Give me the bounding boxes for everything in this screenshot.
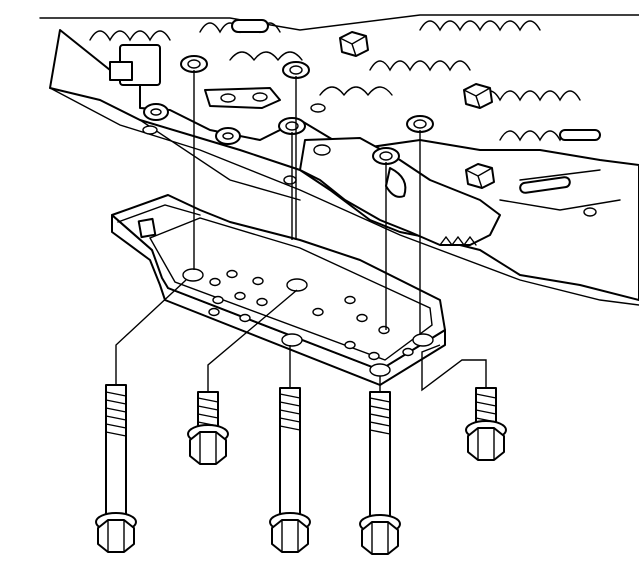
body-boss <box>180 55 208 73</box>
long-bolt <box>95 384 137 553</box>
body-boss <box>406 115 434 133</box>
short-bolt <box>187 391 229 465</box>
cover-plate <box>111 194 446 386</box>
alignment-leaders-lower <box>115 279 487 392</box>
long-bolt <box>359 391 401 555</box>
valve-body <box>39 14 639 306</box>
body-nut <box>465 163 495 189</box>
body-nut <box>463 83 493 109</box>
alignment-leaders-upper <box>193 70 421 335</box>
long-bolt <box>269 387 311 553</box>
body-boss <box>278 117 306 135</box>
body-boss <box>215 127 241 145</box>
short-bolt <box>465 387 507 461</box>
body-boss <box>143 103 169 121</box>
body-boss <box>282 61 310 79</box>
body-boss <box>372 147 400 165</box>
body-nut <box>339 31 369 57</box>
